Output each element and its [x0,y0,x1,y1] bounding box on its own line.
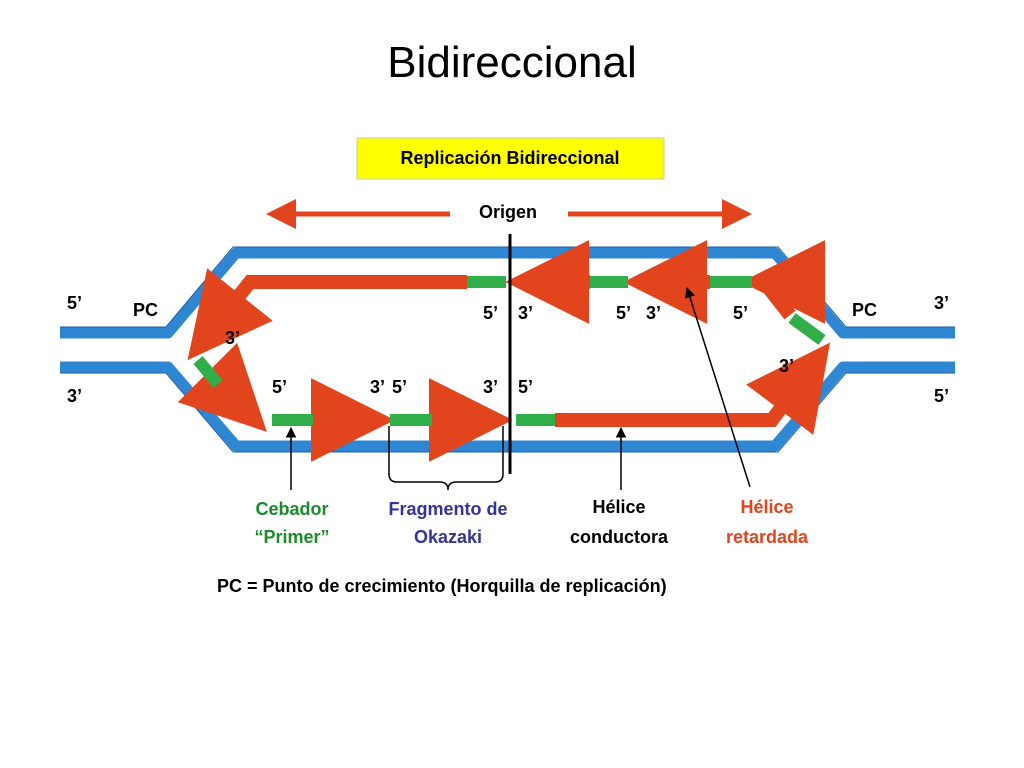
polarity-labels: 5’ 3’ 3’ 5’ 3’ 5’ 3’ 5’ 3’ 5’ 3’ 5’ [225,303,794,397]
lagging-label-line1: Hélice [740,497,793,517]
fork-label-left: PC [133,300,158,320]
primer-right-diag [788,313,826,345]
fork-label-right: PC [852,300,877,320]
footnote: PC = Punto de crecimiento (Horquilla de … [217,576,667,596]
polarity-label: 3’ [518,303,533,323]
heading-label: Replicación Bidireccional [400,148,619,168]
lagging-fragment-right [741,240,826,324]
polarity-label: 3’ [779,356,794,376]
end-label-bottom-right: 5’ [934,386,949,406]
end-label-top-left: 5’ [67,293,82,313]
callout-pointers [285,286,751,491]
lagging-fragment-left [177,342,267,432]
end-labels: 5’ 3’ 3’ 5’ PC PC [67,293,949,406]
lagging-pointer [684,286,751,488]
parental-outline [60,246,955,453]
polarity-label: 5’ [733,303,748,323]
leading-label-line2: conductora [570,527,669,547]
callout-labels: Cebador “Primer” Fragmento de Okazaki Hé… [254,497,809,547]
polarity-label: 3’ [646,303,661,323]
okazaki-bracket [388,426,504,491]
polarity-label: 3’ [225,328,240,348]
primer-label-line1: Cebador [255,499,328,519]
end-label-bottom-left: 3’ [67,386,82,406]
leading-strand-left [187,268,467,361]
primers [193,276,826,426]
polarity-label: 5’ [272,377,287,397]
heading-box [356,137,665,180]
origin-label: Origen [479,202,537,222]
primer-label-line2: “Primer” [254,527,329,547]
primer-left-diag [193,356,223,388]
leading-label-line1: Hélice [592,497,645,517]
new-strands [177,240,831,462]
lagging-label-line2: retardada [726,527,809,547]
polarity-label: 3’ [483,377,498,397]
polarity-label: 5’ [483,303,498,323]
okazaki-label-line2: Okazaki [414,527,482,547]
leading-strand-right [555,342,831,435]
polarity-label: 5’ [392,377,407,397]
polarity-label: 3’ [370,377,385,397]
okazaki-label-line1: Fragmento de [388,499,507,519]
parental-strands [60,247,955,452]
end-label-top-right: 3’ [934,293,949,313]
polarity-label: 5’ [518,377,533,397]
page-title: Bidireccional [387,38,637,87]
polarity-label: 5’ [616,303,631,323]
